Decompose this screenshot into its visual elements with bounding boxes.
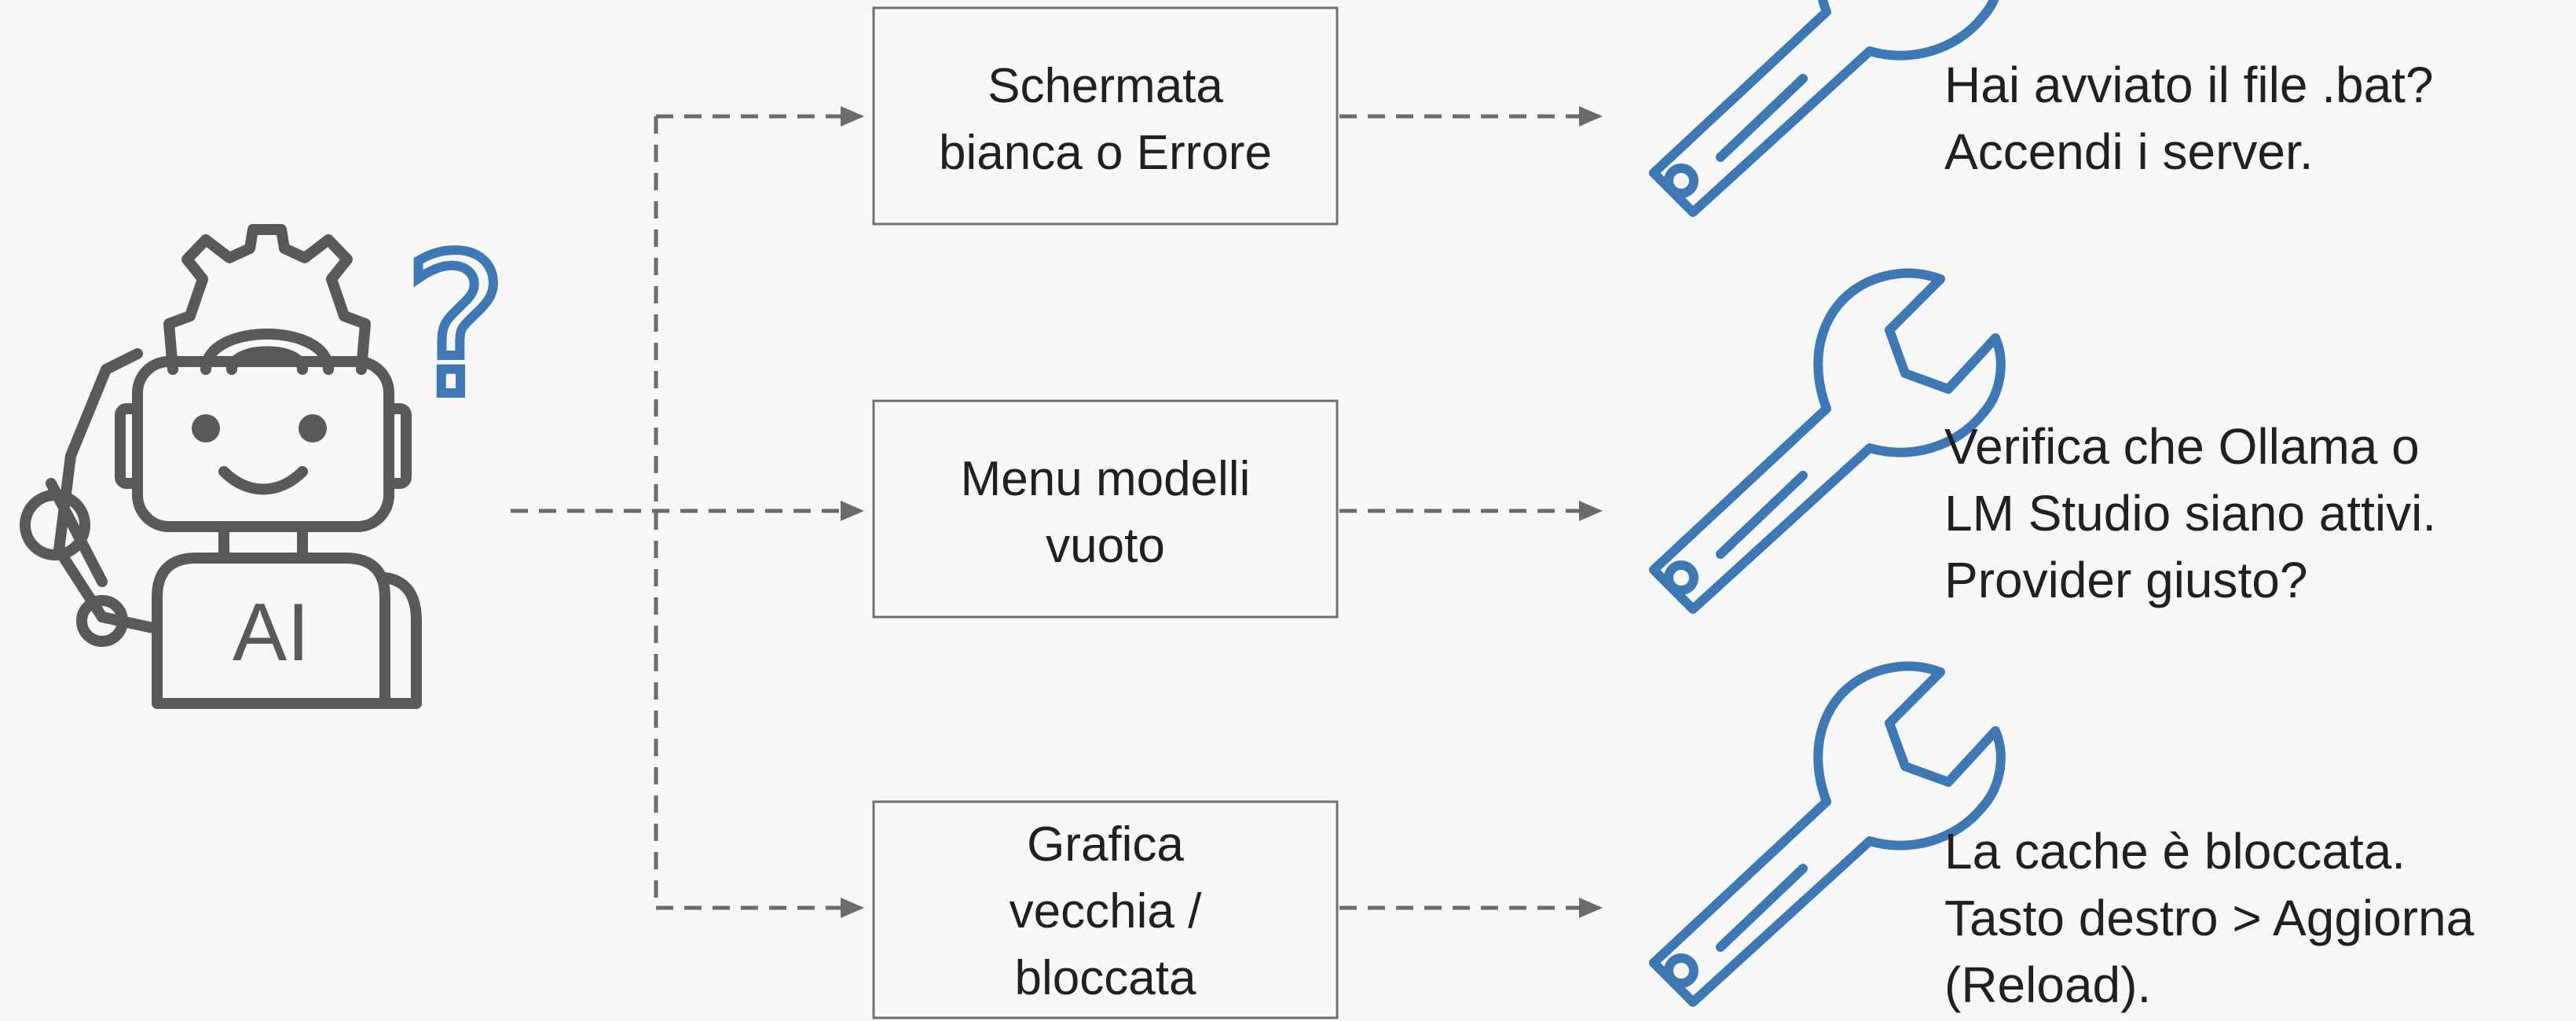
connector-lines bbox=[511, 106, 1603, 918]
solution-3-line-3: (Reload). bbox=[1944, 957, 2151, 1013]
solution-1-line-2: Accendi i server. bbox=[1944, 123, 2314, 180]
problem-1-line-1: Schermata bbox=[988, 59, 1223, 113]
problem-box-1: Schermata bianca o Errore bbox=[872, 6, 1339, 226]
robot-label: AI bbox=[233, 587, 310, 678]
problem-1-line-2: bianca o Errore bbox=[939, 126, 1272, 180]
problem-2-line-2: vuoto bbox=[1046, 519, 1165, 573]
solution-3-line-2: Tasto destro > Aggiorna bbox=[1944, 890, 2475, 946]
problem-3-line-2: vecchia / bbox=[1010, 884, 1202, 938]
solution-2: Verifica che Ollama o LM Studio siano at… bbox=[1944, 418, 2436, 608]
problem-3-line-3: bloccata bbox=[1015, 951, 1196, 1005]
solution-3: La cache è bloccata. Tasto destro > Aggi… bbox=[1944, 823, 2475, 1013]
problem-2-line-1: Menu modelli bbox=[961, 452, 1251, 506]
question-mark-icon: ? bbox=[405, 215, 507, 439]
robot-icon: AI bbox=[20, 224, 422, 709]
solution-1-line-1: Hai avviato il file .bat? bbox=[1944, 57, 2434, 113]
solution-1: Hai avviato il file .bat? Accendi i serv… bbox=[1944, 57, 2434, 180]
solution-3-line-1: La cache è bloccata. bbox=[1944, 823, 2406, 880]
problem-box-2: Menu modelli vuoto bbox=[872, 399, 1339, 619]
solution-2-line-1: Verifica che Ollama o bbox=[1944, 418, 2420, 475]
problem-3-line-1: Grafica bbox=[1027, 817, 1184, 872]
gear-icon bbox=[163, 224, 371, 375]
solution-2-line-3: Provider giusto? bbox=[1944, 552, 2307, 608]
problem-box-3: Grafica vecchia / bloccata bbox=[872, 800, 1339, 1019]
solution-2-line-2: LM Studio siano attivi. bbox=[1944, 485, 2436, 542]
